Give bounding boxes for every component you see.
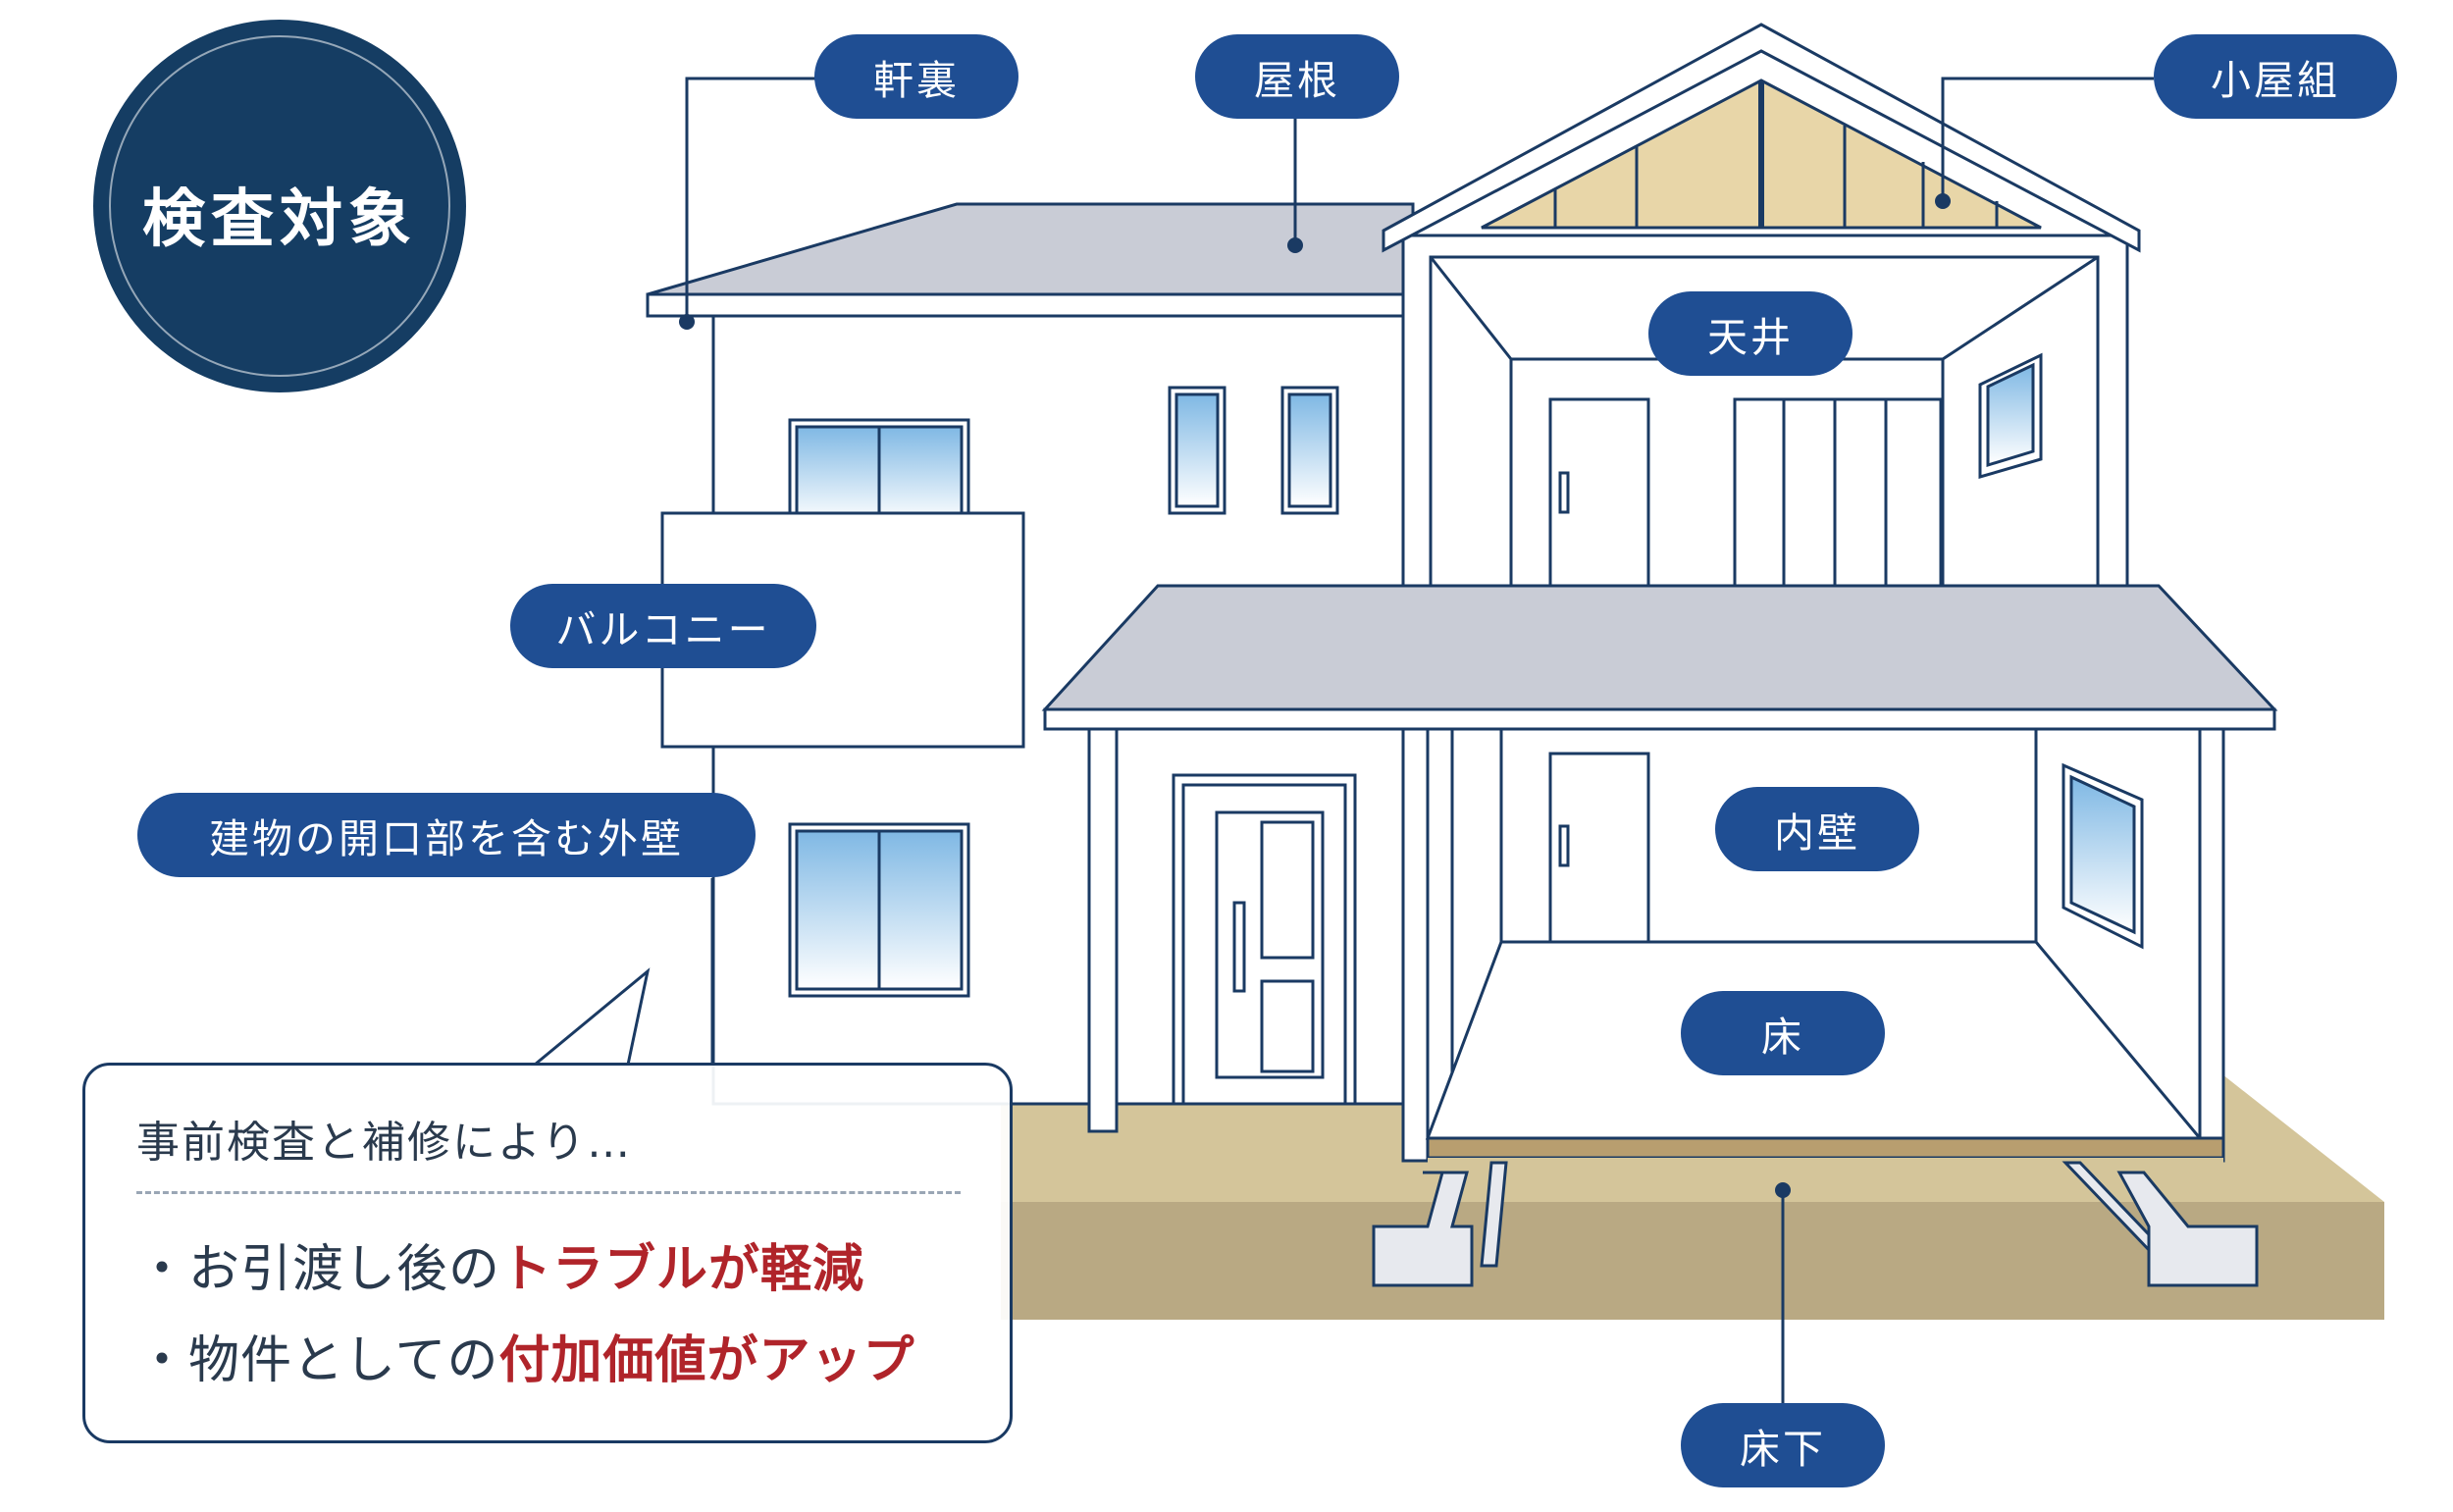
callout-item: ・物件としての付加価値がアップ <box>136 1319 914 1392</box>
label-roof-truss: 小屋組 <box>2154 34 2397 119</box>
benefit-callout: 事前検査と補修により… ・お引渡し後のトラブルが軽減 ・物件としての付加価値がア… <box>82 1063 1013 1443</box>
leader-lines <box>679 77 2154 1403</box>
callout-item-prefix: ・物件としての <box>136 1331 499 1390</box>
porch <box>1087 727 1357 1133</box>
badge-label: 検査対象 <box>142 183 417 256</box>
callout-item-emphasis: 付加価値がアップ <box>498 1331 915 1390</box>
label-balcony: バルコニー <box>510 584 816 668</box>
foundation <box>1372 1161 2259 1287</box>
inspection-target-badge: 検査対象 <box>93 20 466 392</box>
label-interior-wall: 内壁 <box>1715 787 1919 871</box>
callout-intro: 事前検査と補修により… <box>136 1118 633 1168</box>
label-underfloor: 床下 <box>1681 1403 1885 1487</box>
badge-ring <box>109 35 450 377</box>
callout-item-emphasis: トラブルが軽減 <box>500 1240 865 1299</box>
label-eaves-underside: 軒裏 <box>814 34 1018 119</box>
callout-item: ・お引渡し後のトラブルが軽減 <box>136 1227 864 1301</box>
label-roof: 屋根 <box>1195 34 1399 119</box>
lower-block <box>1401 727 2225 1197</box>
callout-item-prefix: ・お引渡し後の <box>136 1240 501 1299</box>
lower-roof <box>1041 584 2278 731</box>
callout-divider <box>136 1191 961 1194</box>
label-ceiling: 天井 <box>1648 291 1853 376</box>
label-exterior-wall: 建物の開口部を含む外壁 <box>137 793 756 877</box>
label-floor: 床 <box>1681 991 1885 1075</box>
upper-block <box>1382 23 2141 640</box>
